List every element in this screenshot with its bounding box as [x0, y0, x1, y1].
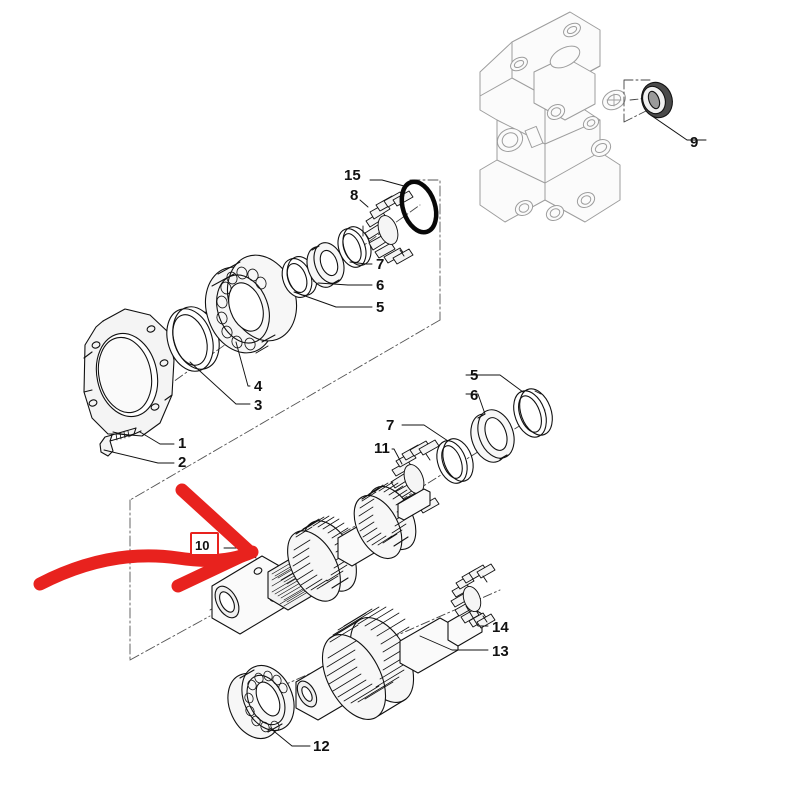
- callout-10: 10: [195, 538, 209, 553]
- part-14-roller-bearing-cage: [450, 563, 496, 629]
- upper-assembly-centerline: [119, 204, 421, 421]
- callout-7-mid: 7: [386, 417, 394, 434]
- part-1-bearing-housing-cover: [83, 308, 175, 437]
- red-annotation-arrow: [33, 483, 259, 593]
- callout-14: 14: [492, 619, 509, 636]
- callout-12: 12: [313, 738, 330, 755]
- leader-9: [651, 115, 707, 141]
- part-9-assembly-bracket: [623, 79, 653, 123]
- callout-3: 3: [254, 397, 262, 414]
- part-10-gear-front: [287, 515, 357, 602]
- section-boundary-lines: [129, 179, 441, 661]
- callout-5-upper: 5: [376, 299, 384, 316]
- part-5-snap-ring-mid: [513, 388, 553, 438]
- callout-9: 9: [690, 134, 698, 151]
- part-10-main-drive-shaft: [209, 481, 431, 635]
- part-5-snap-ring-upper: [281, 256, 318, 298]
- callout-15: 15: [344, 167, 361, 184]
- callout-13: 13: [492, 643, 509, 660]
- callout-2: 2: [178, 454, 186, 471]
- callout-4: 4: [254, 378, 263, 395]
- callout-11: 11: [374, 440, 390, 457]
- part-9-seal-bushing: [641, 81, 673, 119]
- part-6-spacer-washer-mid: [470, 409, 515, 463]
- part-2-hex-bolt: [99, 427, 137, 457]
- ghost-gearbox-housing: [479, 11, 626, 223]
- part-8-roller-bearing-cage: [362, 190, 414, 265]
- callout-7-upper: 7: [376, 256, 384, 273]
- callout-10-highlight-box: [190, 532, 219, 556]
- part-7-snap-ring-upper: [337, 226, 372, 268]
- part-3-snap-ring: [166, 306, 220, 372]
- leader-lines-lower: [269, 605, 489, 747]
- callout-6-upper: 6: [376, 277, 384, 294]
- callout-5-mid: 5: [470, 367, 478, 384]
- leader-lines-upper: [103, 179, 405, 464]
- part-12-ball-bearing: [227, 665, 295, 739]
- part-4-ball-bearing-large: [204, 254, 298, 354]
- part-7-snap-ring-mid: [436, 438, 474, 484]
- leader-lines-mid: [391, 374, 524, 465]
- callout-1: 1: [178, 435, 186, 452]
- callout-8: 8: [350, 187, 358, 204]
- part-13-counter-gear-shaft: [295, 606, 483, 721]
- callout-6-mid: 6: [470, 387, 478, 404]
- part-15-o-ring: [399, 179, 439, 235]
